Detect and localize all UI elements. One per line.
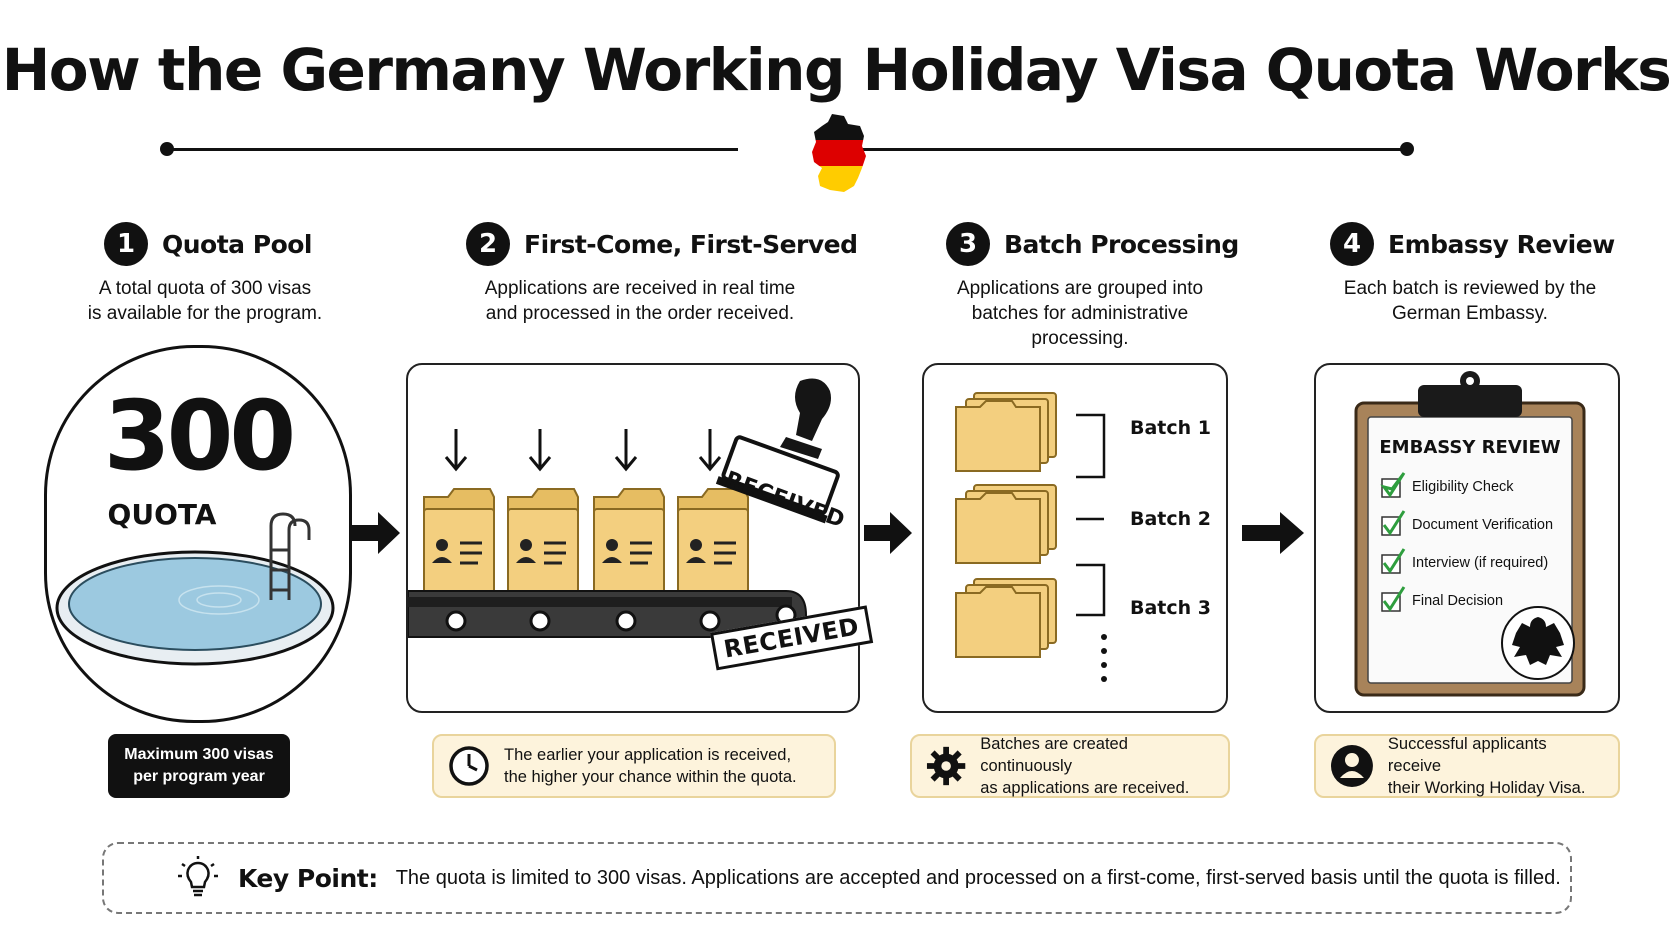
earlier-note: The earlier your application is received…	[432, 734, 836, 798]
continuation-dots	[1101, 634, 1107, 682]
right-arrow-icon	[352, 512, 400, 554]
quota-number: 300	[103, 380, 296, 492]
right-arrow-icon	[1242, 512, 1304, 554]
clipboard-heading: EMBASSY REVIEW	[1379, 437, 1561, 458]
down-arrow-icon	[444, 429, 468, 472]
success-note: Successful applicants receive their Work…	[1314, 734, 1620, 798]
step-2-title: First-Come, First-Served	[524, 229, 858, 259]
key-point-text: The quota is limited to 300 visas. Appli…	[395, 866, 1561, 889]
step-3-description: Applications are grouped into batches fo…	[956, 278, 1204, 349]
check-item-1: Eligibility Check	[1412, 479, 1514, 495]
pool-ladder	[269, 512, 311, 600]
germany-flag-icon	[812, 114, 866, 192]
clipboard-illustration	[1354, 371, 1586, 697]
down-arrow-icon	[614, 429, 638, 472]
key-point-box: Key Point: The quota is limited to 300 v…	[102, 842, 1572, 914]
step-1-header: 1 Quota Pool	[104, 222, 313, 266]
folder-icon	[593, 488, 665, 594]
step-1-description: A total quota of 300 visas is available …	[87, 278, 323, 324]
batch-label-3: Batch 3	[1130, 597, 1212, 619]
check-item-3: Interview (if required)	[1412, 555, 1549, 571]
user-icon	[1330, 745, 1373, 787]
gear-icon	[926, 746, 966, 786]
down-arrow-icons	[444, 429, 722, 472]
clock-icon	[449, 746, 489, 786]
step-1-title: Quota Pool	[162, 229, 313, 259]
batch-bracket	[1076, 413, 1106, 617]
folder-icon	[677, 488, 749, 594]
folder-stack-icon	[955, 392, 1057, 472]
max-visas-badge: Maximum 300 visas per program year	[108, 734, 290, 798]
quota-pool-panel: 300 QUOTA	[44, 345, 352, 723]
lightbulb-icon	[178, 856, 218, 897]
step-1-number: 1	[104, 222, 148, 266]
check-item-4: Final Decision	[1412, 593, 1504, 609]
down-arrow-icon	[698, 429, 722, 472]
swimming-pool-illustration	[55, 512, 335, 666]
batch-processing-panel: Batch 1 Batch 2 Batch 3	[922, 363, 1228, 713]
step-4-description: Each batch is reviewed by the German Emb…	[1343, 278, 1597, 324]
check-item-2: Document Verification	[1412, 517, 1554, 533]
step-4-header: 4 Embassy Review	[1330, 222, 1615, 266]
batch-label-2: Batch 2	[1130, 508, 1212, 530]
folder-icon	[423, 488, 495, 594]
check-icons	[1380, 472, 1406, 612]
step-4-title: Embassy Review	[1388, 229, 1615, 259]
step-3-number: 3	[946, 222, 990, 266]
step-3-title: Batch Processing	[1004, 229, 1239, 259]
embassy-review-panel: EMBASSY REVIEW Eligibility Check Documen…	[1314, 363, 1620, 713]
folder-icons	[423, 488, 749, 594]
folder-icon	[507, 488, 579, 594]
batches-note: Batches are created continuously as appl…	[910, 734, 1230, 798]
down-arrow-icon	[528, 429, 552, 472]
step-3-header: 3 Batch Processing	[946, 222, 1239, 266]
step-2-description: Applications are received in real time a…	[484, 278, 796, 324]
step-2-header: 2 First-Come, First-Served	[466, 222, 858, 266]
first-come-panel: RECEIVED RECEIVED	[406, 363, 873, 713]
title-rule-left	[166, 148, 738, 151]
folder-stack-icon	[955, 578, 1057, 658]
batch-label-1: Batch 1	[1130, 417, 1212, 439]
title-rule-right	[848, 148, 1406, 151]
rubber-stamp-icon	[715, 378, 840, 524]
rule-dot-right	[1400, 142, 1414, 156]
batch-illustration	[955, 392, 1107, 682]
quota-label: QUOTA	[107, 498, 217, 531]
key-point-label: Key Point:	[238, 863, 378, 893]
page-title: How the Germany Working Holiday Visa Quo…	[1, 36, 1672, 104]
step-4-number: 4	[1330, 222, 1374, 266]
step-2-number: 2	[466, 222, 510, 266]
eagle-seal-icon	[1501, 606, 1575, 680]
folder-stack-icon	[955, 484, 1057, 564]
conveyor-illustration	[407, 378, 840, 638]
right-arrow-icon	[864, 512, 912, 554]
